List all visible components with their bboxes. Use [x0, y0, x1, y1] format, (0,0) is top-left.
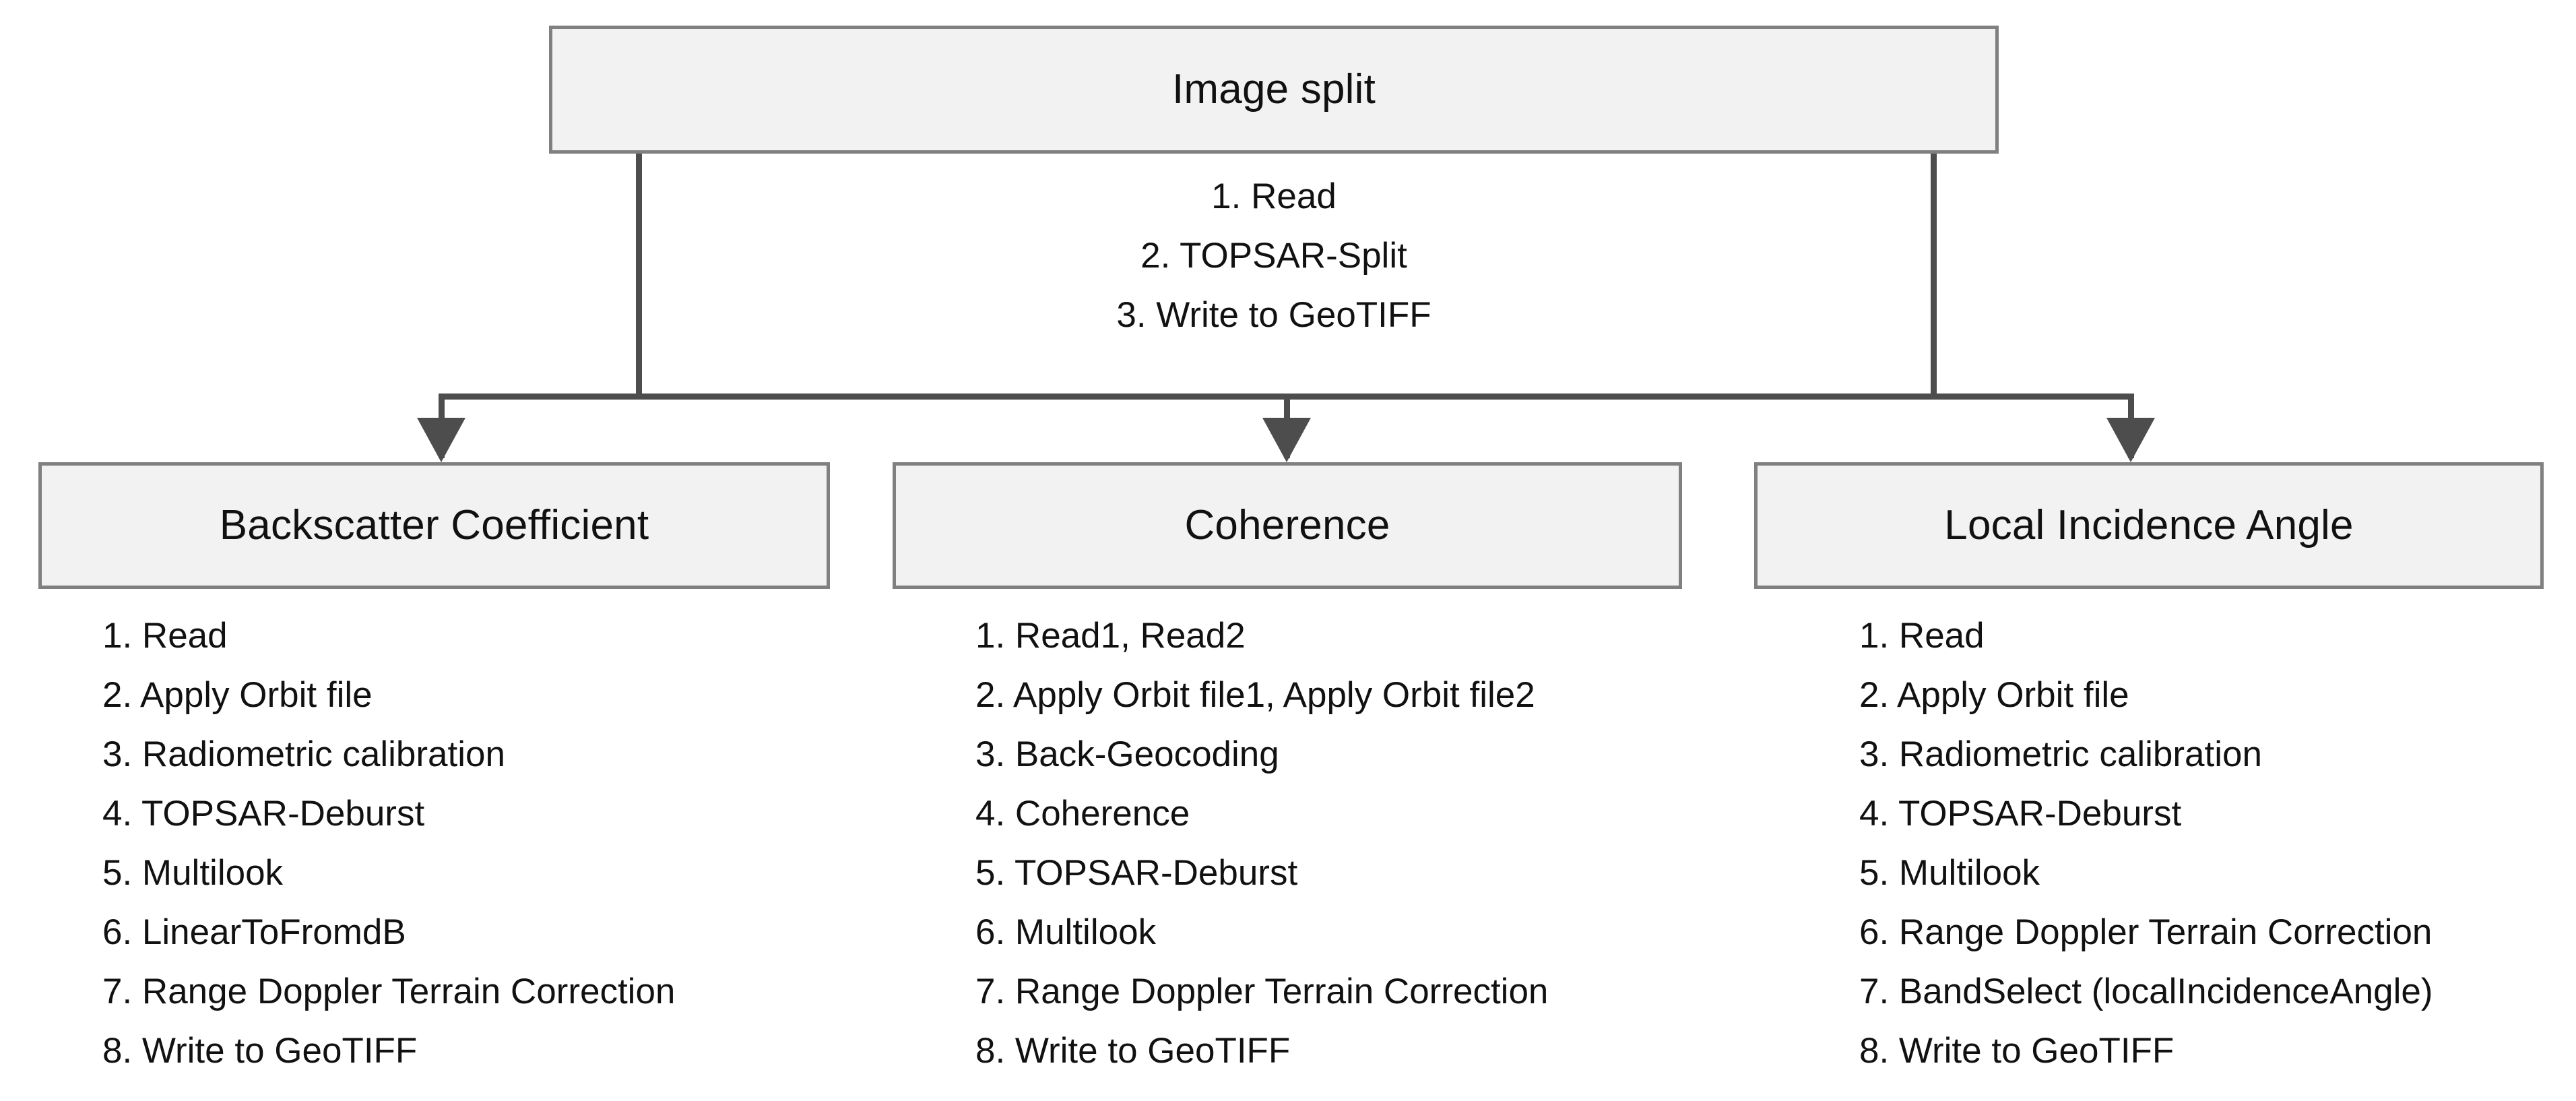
list-item: 7. Range Doppler Terrain Correction — [975, 972, 1549, 1011]
steps-backscatter-coefficient: 1. Read 2. Apply Orbit file 3. Radiometr… — [102, 606, 675, 1081]
list-item: 6. Multilook — [975, 912, 1157, 952]
node-local-incidence-angle: Local Incidence Angle — [1754, 462, 2544, 589]
connector-drop-right — [1931, 154, 1937, 400]
node-coherence-label: Coherence — [1184, 501, 1390, 548]
list-item: 1. Read — [1859, 616, 1985, 656]
list-item: 1. Read — [102, 616, 228, 656]
list-item: 8. Write to GeoTIFF — [975, 1031, 1291, 1071]
list-item: 5. Multilook — [102, 853, 284, 893]
list-item: 2. Apply Orbit file1, Apply Orbit file2 — [975, 675, 1535, 715]
list-item: 3. Radiometric calibration — [102, 734, 505, 774]
arrow-head-icon-incidence — [2106, 418, 2155, 462]
list-item: 1. Read1, Read2 — [975, 616, 1246, 656]
node-coherence: Coherence — [893, 462, 1682, 589]
list-item: 3. Back-Geocoding — [975, 734, 1279, 774]
node-backscatter-coefficient-label: Backscatter Coefficient — [219, 501, 649, 548]
steps-coherence: 1. Read1, Read2 2. Apply Orbit file1, Ap… — [975, 606, 1548, 1081]
node-image-split: Image split — [549, 26, 1999, 154]
list-item: 7. BandSelect (localIncidenceAngle) — [1859, 972, 2433, 1011]
node-local-incidence-angle-label: Local Incidence Angle — [1944, 501, 2354, 548]
list-item: 4. TOPSAR-Deburst — [1859, 794, 2182, 833]
list-item: 2. Apply Orbit file — [1859, 675, 2129, 715]
node-image-split-label: Image split — [1172, 65, 1376, 113]
list-item: 5. TOPSAR-Deburst — [975, 853, 1298, 893]
list-item: 8. Write to GeoTIFF — [102, 1031, 418, 1071]
steps-local-incidence-angle: 1. Read 2. Apply Orbit file 3. Radiometr… — [1859, 606, 2433, 1081]
list-item: 3. Write to GeoTIFF — [1116, 295, 1431, 335]
connector-drop-left — [636, 154, 642, 400]
list-item: 5. Multilook — [1859, 853, 2040, 893]
list-item: 3. Radiometric calibration — [1859, 734, 2262, 774]
list-item: 2. TOPSAR-Split — [1140, 236, 1407, 276]
list-item: 2. Apply Orbit file — [102, 675, 373, 715]
arrow-head-icon-backscatter — [417, 418, 465, 462]
list-item: 4. TOPSAR-Deburst — [102, 794, 425, 833]
list-item: 1. Read — [1211, 177, 1337, 216]
node-backscatter-coefficient: Backscatter Coefficient — [38, 462, 830, 589]
list-item: 6. Range Doppler Terrain Correction — [1859, 912, 2433, 952]
list-item: 8. Write to GeoTIFF — [1859, 1031, 2175, 1071]
steps-image-split: 1. Read 2. TOPSAR-Split 3. Write to GeoT… — [549, 167, 1999, 345]
list-item: 6. LinearToFromdB — [102, 912, 406, 952]
arrow-head-icon-coherence — [1262, 418, 1311, 462]
list-item: 4. Coherence — [975, 794, 1190, 833]
list-item: 7. Range Doppler Terrain Correction — [102, 972, 676, 1011]
